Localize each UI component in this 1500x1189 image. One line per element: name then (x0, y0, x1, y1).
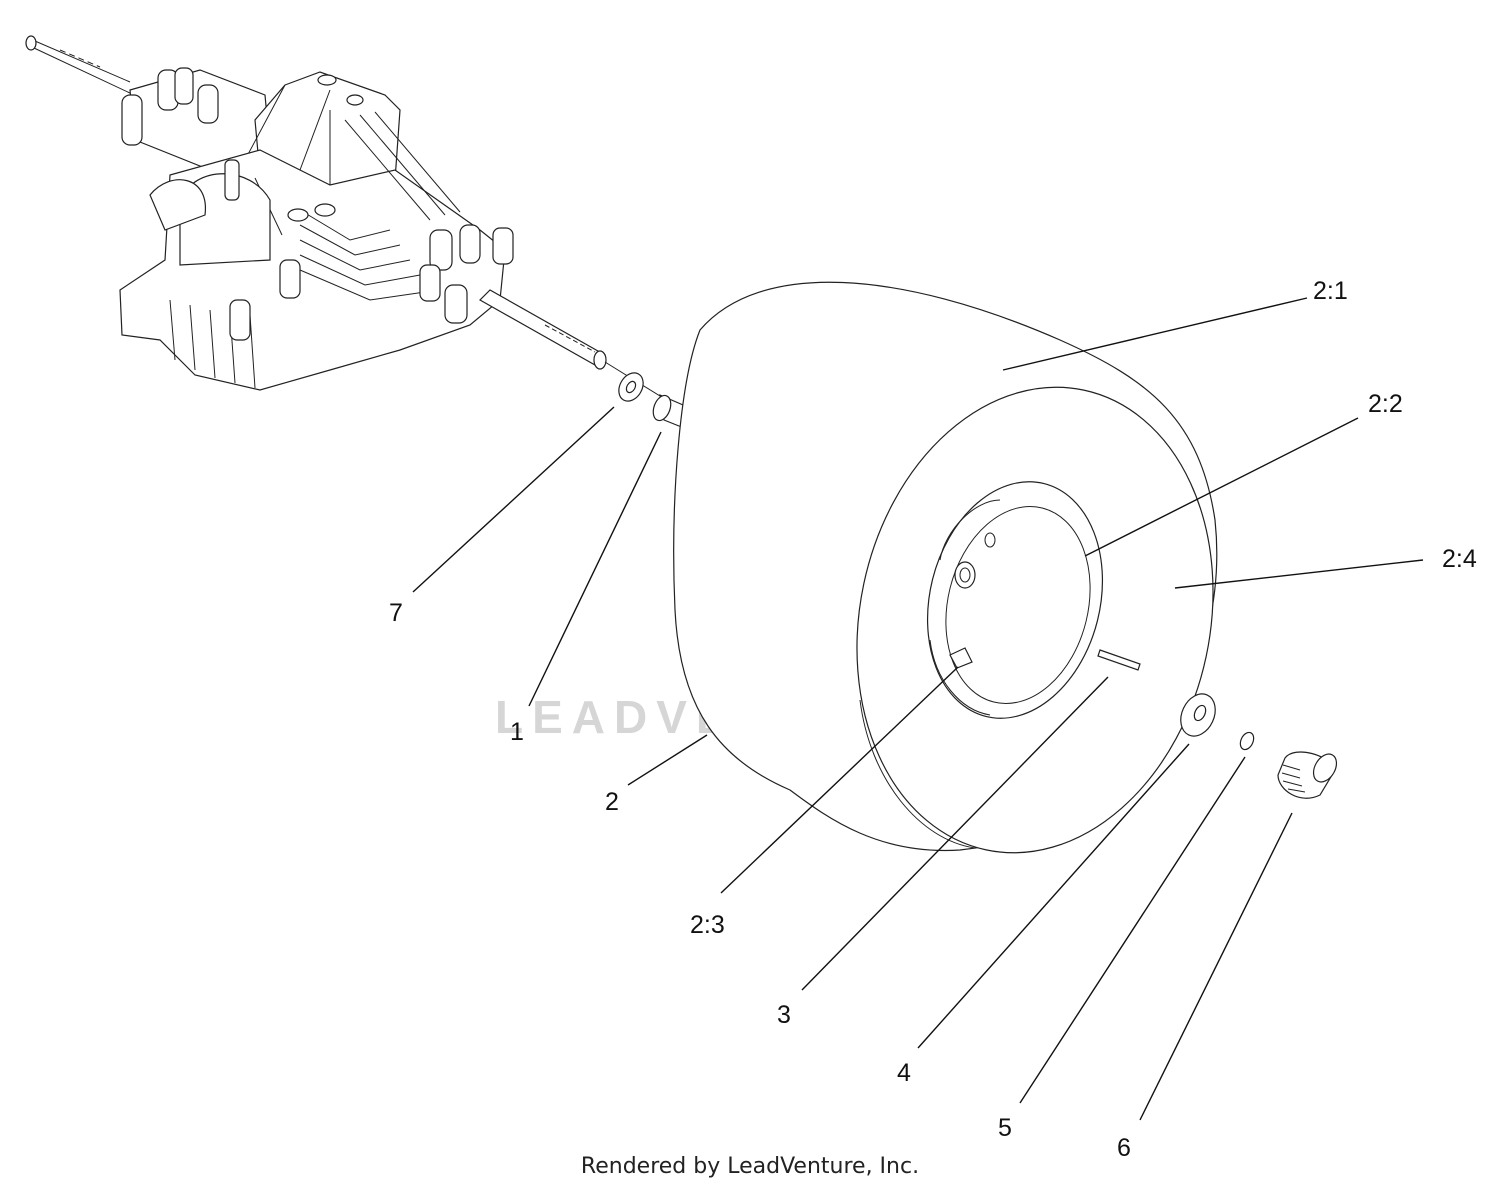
callout-3: 3 (777, 1001, 791, 1029)
leader-lines (412, 297, 1424, 1121)
transaxle-assembly (25, 35, 607, 391)
callout-2-1: 2:1 (1313, 277, 1348, 305)
ring-part-5 (1239, 731, 1255, 751)
callout-4: 4 (897, 1059, 911, 1087)
callout-6: 6 (1117, 1134, 1131, 1162)
key-part-3 (1097, 649, 1141, 671)
callout-2-4: 2:4 (1442, 545, 1477, 573)
callout-1: 1 (510, 718, 524, 746)
wheel-tire-assembly (673, 281, 1218, 854)
washer-part-4 (1180, 693, 1216, 737)
hubcap-part-6 (1277, 751, 1338, 799)
callout-2-2: 2:2 (1368, 390, 1403, 418)
callout-2-3: 2:3 (690, 911, 725, 939)
callout-2: 2 (605, 788, 619, 816)
washer-part-7 (618, 372, 644, 402)
callout-7: 7 (389, 599, 403, 627)
render-credit: Rendered by LeadVenture, Inc. (581, 1154, 919, 1179)
callout-5: 5 (998, 1114, 1012, 1142)
